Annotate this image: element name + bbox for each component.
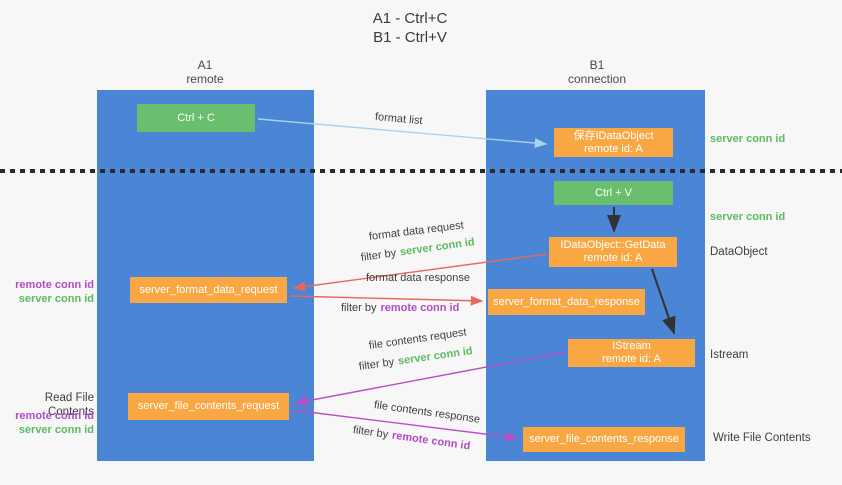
remote-conn-id-label: remote conn id	[15, 410, 94, 422]
remote-conn-id-label: remote conn id	[15, 279, 94, 291]
node-server-format-data-response: server_format_data_response	[488, 289, 645, 315]
node-getdata-line2: remote id: A	[583, 252, 643, 264]
node-save-dataobject: 保存IDataObject remote id: A	[554, 128, 673, 157]
lane-b-header: B1 connection	[537, 58, 657, 86]
server-conn-id-text: server conn id	[399, 236, 476, 259]
filter-by-text: filter by	[360, 247, 397, 264]
left-conn-ids-bottom: remote conn id server conn id	[2, 409, 94, 437]
node-save-dataobject-line1: 保存IDataObject	[573, 129, 654, 142]
node-file-response-label: server_file_contents_response	[529, 433, 679, 445]
node-istream-line1: IStream	[612, 340, 651, 352]
edge-label-format-data-response: format data response	[366, 272, 470, 284]
node-server-file-contents-response: server_file_contents_response	[523, 427, 685, 452]
filter-by-text: filter by	[358, 356, 395, 373]
remote-conn-id-text: remote conn id	[391, 429, 471, 453]
server-conn-id-label: server conn id	[18, 424, 94, 436]
lane-b-subtitle: connection	[567, 72, 627, 86]
node-format-response-label: server_format_data_response	[493, 295, 640, 308]
right-server-conn-id-mid: server conn id	[710, 211, 786, 223]
node-idataobject-getdata: IDataObject::GetData remote id: A	[549, 237, 677, 267]
lane-a-header: A1 remote	[145, 58, 265, 86]
node-ctrl-v: Ctrl + V	[554, 181, 673, 205]
diagram-title: A1 - Ctrl+C B1 - Ctrl+V	[250, 9, 570, 47]
node-istream-line2: remote id: A	[602, 353, 661, 365]
node-ctrl-c-label: Ctrl + C	[177, 111, 215, 124]
node-format-request-label: server_format_data_request	[139, 283, 278, 296]
node-istream: IStream remote id: A	[568, 339, 695, 367]
filter-by-text: filter by	[341, 302, 377, 314]
left-read-file-contents-label: Read File Contents	[44, 392, 94, 418]
left-conn-ids-top: remote conn id server conn id	[2, 278, 94, 306]
title-line-1: A1 - Ctrl+C	[372, 10, 448, 27]
arrow-format-data-response	[289, 295, 484, 306]
remote-conn-id-text: remote conn id	[380, 302, 460, 314]
node-server-file-contents-request: server_file_contents_request	[128, 393, 289, 420]
lane-a-title: A1	[197, 58, 213, 72]
edge-label-file-contents-response: file contents response	[373, 399, 481, 426]
node-getdata-line1: IDataObject::GetData	[560, 239, 666, 251]
edge-label-format-list: format list	[374, 111, 424, 128]
lane-a-subtitle: remote	[186, 72, 224, 86]
node-ctrl-v-label: Ctrl + V	[595, 186, 632, 199]
right-write-file-contents-label: Write File Contents	[713, 432, 811, 444]
right-server-conn-id-top: server conn id	[710, 133, 786, 145]
title-line-2: B1 - Ctrl+V	[373, 29, 447, 46]
session-divider-dotted-line	[0, 169, 842, 173]
right-dataobject-label: DataObject	[710, 246, 768, 258]
node-server-format-data-request: server_format_data_request	[130, 277, 287, 303]
lane-b-title: B1	[589, 58, 605, 72]
server-conn-id-text: server conn id	[397, 345, 474, 368]
filter-by-text: filter by	[352, 424, 389, 441]
node-ctrl-c: Ctrl + C	[137, 104, 255, 132]
server-conn-id-label: server conn id	[18, 293, 94, 305]
right-istream-label: Istream	[710, 349, 749, 361]
node-save-dataobject-line2: remote id: A	[584, 142, 643, 155]
node-file-request-label: server_file_contents_request	[137, 400, 280, 412]
